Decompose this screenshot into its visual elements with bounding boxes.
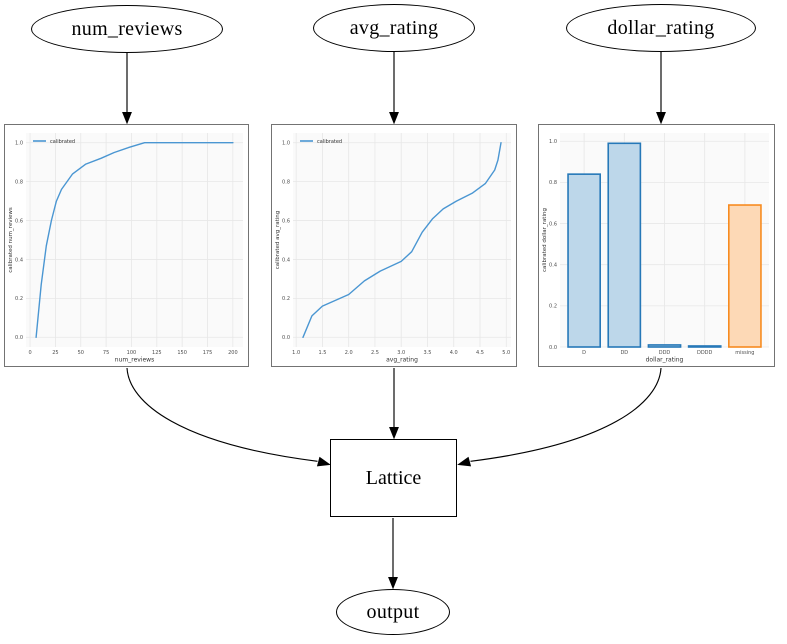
svg-text:2.0: 2.0 — [345, 350, 353, 356]
edge-avg-rating-to-calibrator — [389, 52, 399, 125]
node-num-reviews: num_reviews — [31, 5, 223, 53]
svg-text:0.0: 0.0 — [282, 335, 290, 341]
calibrator-chart-num-reviews: 0.0 0.2 0.4 0.6 0.8 1.0 0 25 50 75 100 125 150 175 200… — [4, 124, 249, 367]
svg-text:4.0: 4.0 — [450, 350, 458, 356]
svg-text:0.2: 0.2 — [549, 304, 557, 310]
svg-text:0.8: 0.8 — [282, 179, 290, 185]
svg-text:0.4: 0.4 — [282, 257, 290, 263]
node-label: avg_rating — [349, 16, 439, 39]
svg-text:0.6: 0.6 — [549, 221, 557, 227]
node-label: output — [366, 600, 420, 623]
node-output: output — [336, 589, 450, 635]
node-label: dollar_rating — [607, 16, 715, 39]
calibrator-chart-avg-rating: 0.0 0.2 0.4 0.6 0.8 1.0 1.0 1.5 2.0 2.5 3.0 3.5 4.0 4… — [271, 124, 517, 367]
svg-text:0.8: 0.8 — [15, 179, 23, 185]
svg-text:1.0: 1.0 — [282, 141, 290, 147]
svg-text:dollar_rating: dollar_rating — [646, 357, 684, 364]
svg-text:calibrated num_reviews: calibrated num_reviews — [8, 207, 14, 273]
edge-dollar-rating-to-calibrator — [656, 52, 666, 125]
svg-text:4.5: 4.5 — [476, 350, 484, 356]
node-lattice: Lattice — [330, 439, 457, 517]
svg-text:100: 100 — [127, 350, 137, 356]
svg-text:0.8: 0.8 — [549, 180, 557, 186]
svg-text:2.5: 2.5 — [371, 350, 379, 356]
svg-text:125: 125 — [152, 350, 162, 356]
chart-svg: 0.0 0.2 0.4 0.6 0.8 1.0 1.0 1.5 2.0 2.5 3.0 3.5 4.0 4… — [275, 133, 511, 364]
svg-text:DD: DD — [620, 350, 628, 356]
svg-text:avg_rating: avg_rating — [386, 357, 418, 364]
edge-calibrator-avg-rating-to-lattice — [389, 368, 399, 440]
svg-text:25: 25 — [52, 350, 58, 356]
svg-text:calibrated: calibrated — [317, 139, 342, 145]
svg-text:DDDD: DDDD — [697, 350, 713, 356]
node-label: num_reviews — [71, 17, 183, 40]
svg-text:0.6: 0.6 — [15, 218, 23, 224]
svg-text:0.4: 0.4 — [15, 257, 23, 263]
svg-text:3.5: 3.5 — [424, 350, 432, 356]
node-label: Lattice — [365, 466, 422, 489]
svg-text:200: 200 — [228, 350, 238, 356]
svg-text:calibrated: calibrated — [50, 139, 75, 145]
edge-lattice-to-output — [388, 518, 398, 590]
svg-text:D: D — [582, 350, 586, 356]
svg-text:1.5: 1.5 — [318, 350, 326, 356]
svg-text:0.0: 0.0 — [549, 345, 557, 351]
svg-text:0: 0 — [28, 350, 31, 356]
svg-text:0.4: 0.4 — [549, 262, 557, 268]
edge-calibrator-num-reviews-to-lattice — [126, 367, 331, 467]
edge-num-reviews-to-calibrator — [122, 53, 132, 125]
node-dollar-rating: dollar_rating — [566, 4, 756, 52]
svg-text:5.0: 5.0 — [502, 350, 510, 356]
svg-text:0.2: 0.2 — [282, 296, 290, 302]
svg-text:1.0: 1.0 — [292, 350, 300, 356]
chart-svg: 0.0 0.2 0.4 0.6 0.8 1.0 0 25 50 75 100 125 150 175 200… — [8, 133, 243, 364]
svg-text:num_reviews: num_reviews — [115, 357, 154, 364]
svg-text:calibrated avg_rating: calibrated avg_rating — [275, 211, 281, 270]
svg-text:calibrated dollar_rating: calibrated dollar_rating — [542, 208, 548, 272]
svg-text:0.2: 0.2 — [15, 296, 23, 302]
svg-text:175: 175 — [203, 350, 213, 356]
svg-text:150: 150 — [177, 350, 187, 356]
node-avg-rating: avg_rating — [313, 4, 475, 52]
svg-text:50: 50 — [78, 350, 84, 356]
svg-text:0.0: 0.0 — [15, 335, 23, 341]
edge-calibrator-dollar-rating-to-lattice — [457, 367, 662, 467]
svg-text:3.0: 3.0 — [397, 350, 405, 356]
svg-text:1.0: 1.0 — [549, 139, 557, 145]
svg-text:75: 75 — [103, 350, 109, 356]
svg-text:missing: missing — [735, 350, 754, 356]
svg-text:0.6: 0.6 — [282, 218, 290, 224]
svg-text:1.0: 1.0 — [15, 141, 23, 147]
svg-text:DDD: DDD — [659, 350, 671, 356]
